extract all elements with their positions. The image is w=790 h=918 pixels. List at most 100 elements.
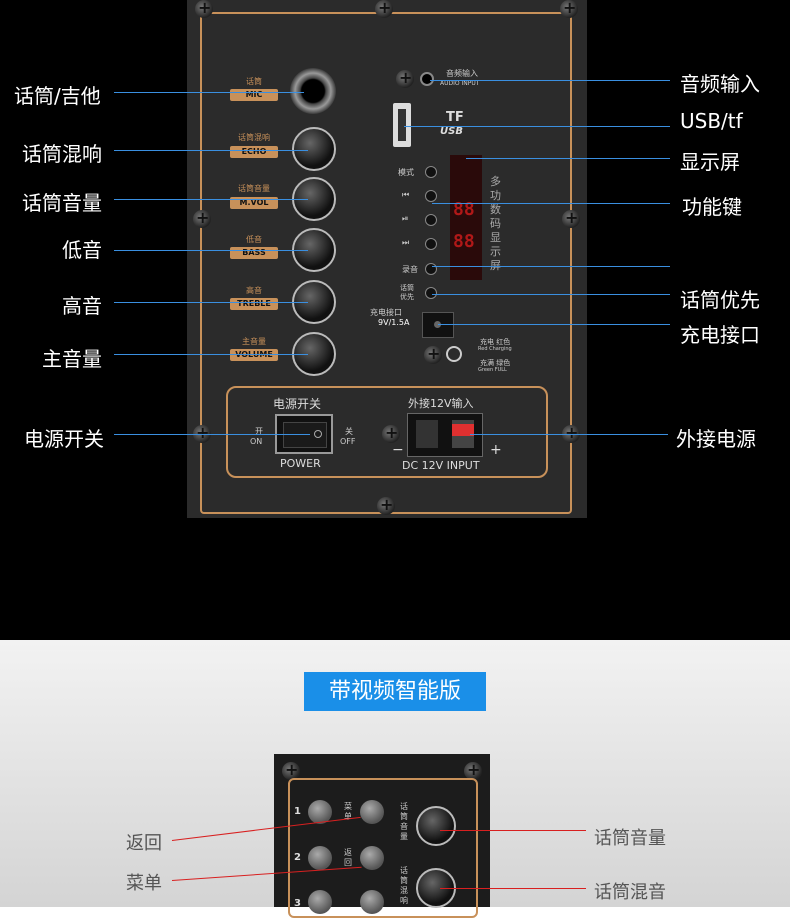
on-en: ON	[250, 437, 263, 446]
callout-line	[114, 302, 308, 303]
callout-audio-input: 音频输入	[680, 72, 760, 96]
panel-number: 1	[294, 806, 301, 817]
knob-cap: 话筒	[246, 77, 262, 86]
echo-knob[interactable]	[292, 127, 336, 171]
screw-icon	[195, 0, 213, 18]
power-switch-title: 电源开关	[273, 397, 322, 411]
dc-input-terminal[interactable]	[407, 413, 483, 457]
callout-line-red	[440, 888, 586, 889]
callout-line	[404, 126, 670, 127]
next-button[interactable]	[425, 238, 437, 250]
callout-mic-volume-2: 话筒音量	[594, 828, 666, 849]
audio-input-cn: 音频输入	[446, 69, 478, 78]
button-label: 录音	[402, 265, 418, 274]
power-section	[226, 386, 548, 478]
knob-cap: 话筒混响	[238, 133, 270, 142]
panel-label: 话筒音量	[400, 802, 408, 841]
power-switch[interactable]	[275, 414, 333, 454]
charge-port-spec: 9V/1.5A	[378, 318, 410, 327]
callout-line	[114, 434, 310, 435]
prev-button[interactable]	[425, 190, 437, 202]
screw-icon	[424, 344, 442, 364]
callout-master-volume: 主音量	[42, 347, 102, 371]
knob-label: MIC	[230, 89, 278, 101]
knob-cap: 主音量	[242, 337, 266, 346]
play-pause-button[interactable]	[425, 214, 437, 226]
display-vertical-label: 多功数码显示屏	[490, 175, 501, 272]
mode-button[interactable]	[425, 166, 437, 178]
tf-label: TF	[446, 110, 464, 125]
callout-treble: 高音	[62, 294, 102, 318]
charge-port[interactable]	[422, 312, 454, 338]
callout-line	[432, 294, 670, 295]
screw-icon	[562, 208, 580, 228]
button-label: ⏯	[402, 214, 409, 223]
callout-charge-port: 充电接口	[680, 323, 760, 347]
callout-power-switch: 电源开关	[24, 427, 104, 451]
on-cn: 开	[255, 427, 263, 436]
usb-port[interactable]	[393, 103, 411, 147]
button-label: ⏭	[402, 238, 410, 247]
callout-line	[430, 80, 670, 81]
back-button[interactable]	[360, 846, 384, 870]
video-version-banner: 带视频智能版	[304, 672, 486, 711]
button-label: 模式	[398, 168, 414, 177]
knob-label: M.VOL	[230, 197, 278, 209]
top-section: 话筒 MIC 话筒混响 ECHO 话筒音量 M.VOL 低音 BASS 高音 T…	[0, 0, 790, 640]
audio-input-jack[interactable]	[420, 72, 434, 86]
panel-label: 返回	[344, 848, 352, 867]
off-en: OFF	[340, 437, 356, 446]
panel-number: 3	[294, 898, 301, 909]
mic-volume-knob-2[interactable]	[416, 806, 456, 846]
callout-display: 显示屏	[680, 150, 740, 174]
screw-icon	[377, 495, 395, 515]
callout-line-red	[440, 830, 586, 831]
callout-line	[466, 158, 670, 159]
audio-input-en: AUDIO INPUT	[440, 80, 480, 87]
callout-bass: 低音	[62, 238, 102, 262]
screw-icon	[464, 760, 482, 780]
panel-label: 话筒混响	[400, 866, 408, 905]
callout-line	[470, 434, 668, 435]
screw-icon	[560, 0, 578, 18]
display-digits: 88	[453, 231, 475, 252]
callout-mic-guitar: 话筒/吉他	[14, 84, 101, 108]
charge-led-red: 充电 红色	[480, 338, 511, 346]
charge-led-red-en: Red Charging	[478, 346, 512, 352]
knob-cap: 话筒音量	[238, 184, 270, 193]
callout-mic-volume: 话筒音量	[22, 191, 102, 215]
panel-number: 2	[294, 852, 301, 863]
button-label: ⏮	[402, 190, 410, 199]
power-label: POWER	[280, 457, 321, 470]
treble-knob[interactable]	[292, 280, 336, 324]
knob-label: ECHO	[230, 146, 278, 158]
menu-button[interactable]	[360, 800, 384, 824]
button-2[interactable]	[308, 846, 332, 870]
dc-input-label: DC 12V INPUT	[402, 459, 480, 472]
panel-label: 菜单	[344, 802, 352, 821]
knob-label: TREBLE	[230, 298, 278, 310]
button-label: 话筒优先	[400, 284, 414, 301]
plus-label: +	[490, 442, 502, 458]
display-digits: 88	[453, 199, 475, 220]
charge-port-cn: 充电接口	[370, 308, 402, 317]
knob-label: BASS	[230, 247, 278, 259]
screw-icon	[396, 68, 414, 88]
callout-echo: 话筒混响	[22, 142, 102, 166]
callout-usb-tf: USB/tf	[680, 109, 743, 133]
screw-icon	[382, 423, 400, 443]
callout-external-power: 外接电源	[676, 427, 756, 451]
record-button[interactable]	[425, 263, 437, 275]
knob-label: VOLUME	[230, 349, 278, 361]
external-input-title: 外接12V输入	[408, 397, 474, 410]
button-3[interactable]	[308, 890, 332, 914]
led-display: 88 88	[450, 155, 482, 280]
off-cn: 关	[345, 427, 353, 436]
button-3b[interactable]	[360, 890, 384, 914]
knob-cap: 低音	[246, 235, 262, 244]
mic-priority-button[interactable]	[425, 287, 437, 299]
callout-line	[114, 250, 308, 251]
mic-jack[interactable]	[290, 68, 336, 114]
callout-line	[114, 150, 308, 151]
callout-mic-priority: 话筒优先	[680, 288, 760, 312]
